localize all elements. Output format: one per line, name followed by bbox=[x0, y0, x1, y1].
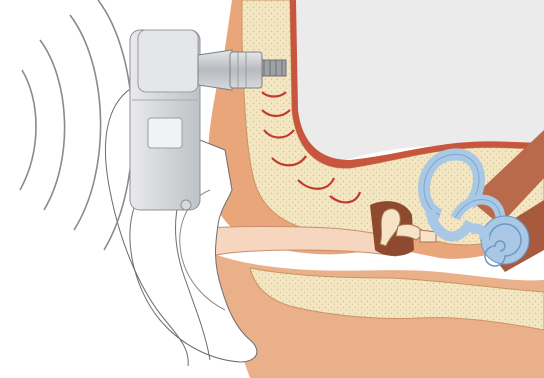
sound-waves bbox=[20, 0, 133, 250]
sound-processor bbox=[130, 30, 200, 210]
titanium-implant bbox=[260, 60, 286, 76]
brain-cavity bbox=[290, 0, 544, 161]
abutment bbox=[198, 50, 262, 90]
